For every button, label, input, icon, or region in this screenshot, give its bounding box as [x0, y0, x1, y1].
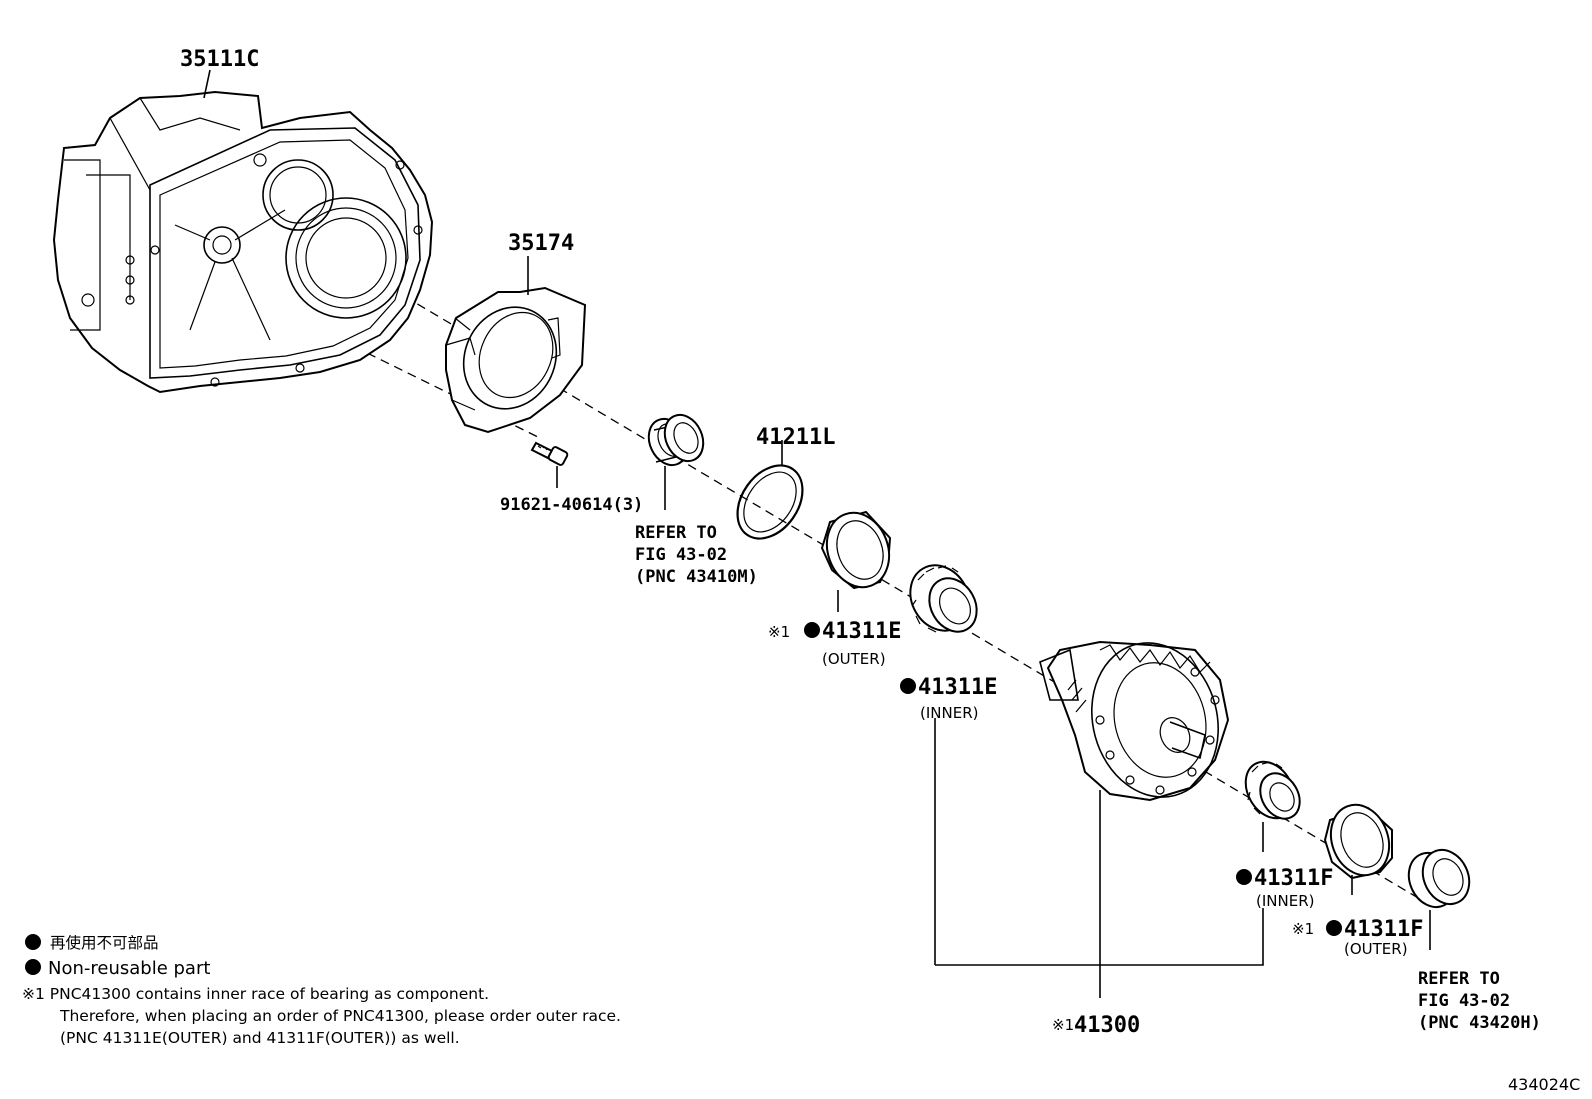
ref1-line1: REFER TO — [635, 523, 717, 543]
label-41211l[interactable]: 41211L — [756, 425, 835, 450]
label-41311f-outer[interactable]: 41311F — [1344, 917, 1423, 942]
shim-ring[interactable] — [724, 453, 816, 551]
label-41311e-inner[interactable]: 41311E — [918, 675, 997, 700]
ref1-line2: FIG 43-02 — [635, 545, 727, 565]
label-bolt[interactable]: 91621-40614(3) — [500, 495, 643, 515]
sublabel-outer: (OUTER) — [822, 650, 886, 668]
non-reusable-marker — [1236, 869, 1252, 885]
sublabel-outer: (OUTER) — [1344, 940, 1408, 958]
sublabel-inner: (INNER) — [920, 704, 978, 722]
ref2-line1: REFER TO — [1418, 969, 1500, 989]
note-mark: ※1 — [1052, 1016, 1074, 1034]
non-reusable-bullet — [25, 934, 41, 950]
sublabel-inner: (INNER) — [1256, 892, 1314, 910]
oil-seal-left[interactable] — [642, 409, 711, 472]
non-reusable-marker — [900, 678, 916, 694]
label-41300[interactable]: 41300 — [1074, 1013, 1140, 1038]
ref2-line3[interactable]: (PNC 43420H) — [1418, 1013, 1541, 1033]
differential-assembly[interactable] — [1039, 629, 1235, 812]
note-mark: ※1 — [768, 623, 790, 641]
non-reusable-marker — [1326, 920, 1342, 936]
label-35174[interactable]: 35174 — [508, 231, 574, 256]
note-line-3: (PNC 41311E(OUTER) and 41311F(OUTER)) as… — [60, 1029, 460, 1047]
label-35111c[interactable]: 35111C — [180, 47, 259, 72]
transaxle-housing[interactable] — [52, 90, 434, 394]
ref1-line3[interactable]: (PNC 43410M) — [635, 567, 758, 587]
note-line-2: Therefore, when placing an order of PNC4… — [59, 1007, 621, 1025]
label-41311f-inner[interactable]: 41311F — [1254, 866, 1333, 891]
legend-jp: 再使用不可部品 — [50, 934, 159, 952]
bearing-outer-race-41311f[interactable] — [1321, 797, 1398, 884]
non-reusable-bullet — [25, 959, 41, 975]
leader-35111c — [203, 69, 211, 99]
oil-deflector[interactable] — [445, 286, 587, 434]
oil-seal-right[interactable] — [1400, 842, 1478, 914]
figure-id: 434024C — [1508, 1075, 1580, 1094]
legend-en: Non-reusable part — [48, 958, 210, 979]
non-reusable-marker — [804, 622, 820, 638]
bearing-inner-race-41311f[interactable] — [1236, 753, 1308, 827]
leader-bracket-41300 — [935, 908, 1264, 966]
label-41311e-outer[interactable]: 41311E — [822, 619, 901, 644]
bearing-outer-race-41311e[interactable] — [817, 504, 899, 596]
bolt[interactable] — [530, 441, 569, 466]
note-mark: ※1 — [1292, 920, 1314, 938]
note-line-1: ※1 PNC41300 contains inner race of beari… — [22, 985, 489, 1003]
bearing-inner-race-41311e[interactable] — [899, 555, 986, 642]
legend: 再使用不可部品 Non-reusable part ※1 PNC41300 co… — [22, 934, 621, 1047]
ref2-line2: FIG 43-02 — [1418, 991, 1510, 1011]
